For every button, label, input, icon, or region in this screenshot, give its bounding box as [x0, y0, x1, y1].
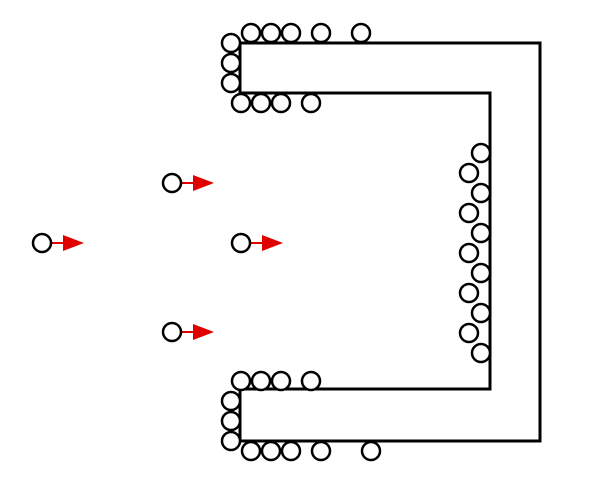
- velocity-arrow-head: [63, 235, 84, 251]
- incoming-particle: [161, 321, 214, 343]
- deposited-particle: [470, 142, 492, 164]
- deposited-particle: [458, 162, 480, 184]
- deposited-particle: [310, 440, 332, 462]
- incoming-particles: [31, 172, 283, 343]
- incoming-particle: [230, 232, 283, 254]
- deposited-particle: [310, 22, 332, 44]
- deposited-particle: [300, 370, 322, 392]
- incoming-particle: [31, 232, 84, 254]
- deposited-particle: [220, 52, 242, 74]
- deposited-particle: [250, 370, 272, 392]
- deposited-particle: [360, 440, 382, 462]
- deposited-particle: [220, 430, 242, 452]
- deposited-particle: [458, 282, 480, 304]
- deposited-particle: [240, 440, 262, 462]
- deposited-particle: [458, 202, 480, 224]
- deposited-particle: [270, 370, 292, 392]
- deposited-particle: [220, 390, 242, 412]
- velocity-arrow-head: [262, 235, 283, 251]
- deposited-particle: [260, 440, 282, 462]
- deposited-particle: [230, 370, 252, 392]
- deposited-particle: [280, 440, 302, 462]
- incoming-particle-body: [161, 321, 183, 343]
- deposited-particle: [260, 22, 282, 44]
- deposited-particle: [240, 22, 262, 44]
- deposited-particle: [458, 242, 480, 264]
- deposited-particle: [470, 182, 492, 204]
- deposited-particle: [250, 92, 272, 114]
- deposited-particle: [350, 22, 372, 44]
- deposited-particle: [470, 342, 492, 364]
- incoming-particle-body: [31, 232, 53, 254]
- velocity-arrow-head: [193, 324, 214, 340]
- deposited-particles: [220, 22, 492, 462]
- deposited-particle: [220, 410, 242, 432]
- deposited-particle: [220, 72, 242, 94]
- incoming-particle-body: [230, 232, 252, 254]
- deposited-particle: [458, 322, 480, 344]
- deposited-particle: [220, 32, 242, 54]
- deposited-particle: [470, 262, 492, 284]
- incoming-particle-body: [161, 172, 183, 194]
- velocity-arrow-head: [193, 175, 214, 191]
- deposited-particle: [270, 92, 292, 114]
- deposited-particle: [470, 222, 492, 244]
- deposited-particle: [280, 22, 302, 44]
- deposited-particle: [300, 92, 322, 114]
- incoming-particle: [161, 172, 214, 194]
- deposited-particle: [470, 302, 492, 324]
- deposited-particle: [230, 92, 252, 114]
